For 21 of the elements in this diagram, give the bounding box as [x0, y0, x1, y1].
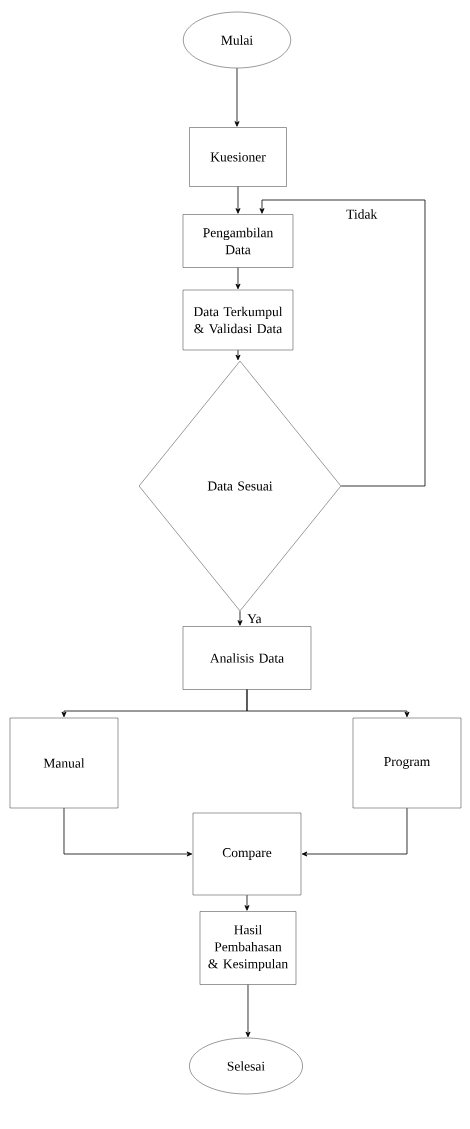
process-box: Manual	[9, 717, 119, 809]
process-box: Pengambilan Data	[182, 214, 294, 268]
arrow	[246, 689, 410, 718]
process-box: Data Terkumpul & Validasi Data	[182, 289, 294, 351]
arrow	[301, 807, 408, 857]
process-box: Analisis Data	[182, 626, 312, 690]
arrow	[63, 807, 193, 857]
arrow	[259, 199, 426, 487]
process-box: Compare	[192, 812, 302, 896]
arrow	[235, 267, 241, 290]
arrow	[244, 894, 250, 911]
arrow	[235, 186, 241, 214]
arrow	[234, 67, 240, 127]
arrow	[235, 349, 241, 361]
process-box: Program	[352, 717, 462, 809]
arrow	[237, 610, 243, 626]
process-box: Kuesioner	[189, 127, 287, 187]
edge-label: Ya	[246, 613, 263, 625]
arrow	[245, 984, 251, 1038]
process-box: Hasil Pembahasan & Kesimpulan	[199, 911, 297, 985]
edge-label: Tidak	[345, 208, 379, 220]
